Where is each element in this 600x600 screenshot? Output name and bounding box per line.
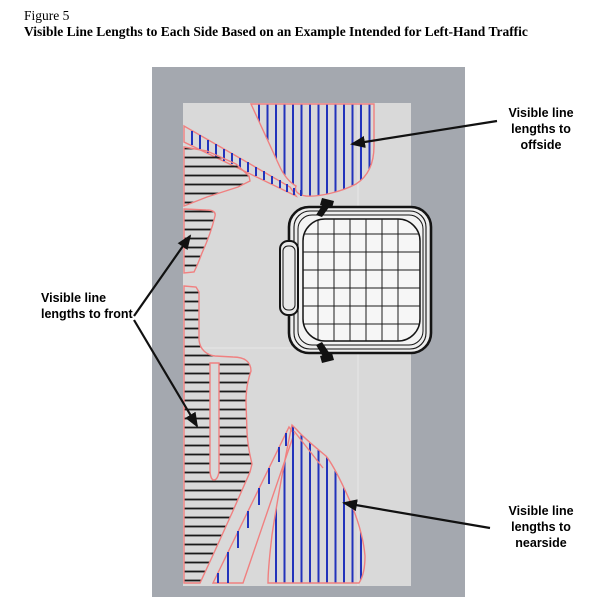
arrow-nearside — [342, 499, 491, 530]
annotation-nearside: Visible line lengths to nearside — [508, 504, 574, 550]
mirror-icon-bottom — [316, 342, 334, 363]
offside-region — [249, 103, 375, 197]
truck-wireframe — [279, 198, 433, 363]
mirror-icon-top — [316, 198, 334, 217]
annotation-offside: Visible line lengths to offside — [508, 106, 574, 152]
annotation-front: Visible line lengths to front — [41, 291, 133, 321]
arrow-front-upper — [133, 234, 192, 317]
truck-roof-grid — [303, 219, 420, 341]
figure-title: Visible Line Lengths to Each Side Based … — [24, 24, 528, 39]
front-region-top — [183, 146, 251, 208]
front-region-lower — [183, 285, 253, 584]
truck-front-module — [279, 240, 299, 316]
arrow-front-lower — [133, 319, 199, 428]
figure-label: Figure 5 — [24, 8, 70, 23]
front-region-crescent — [183, 208, 216, 274]
arrow-offside — [350, 119, 498, 148]
offside-ladder-band — [183, 124, 302, 198]
nearside-region — [267, 423, 366, 584]
